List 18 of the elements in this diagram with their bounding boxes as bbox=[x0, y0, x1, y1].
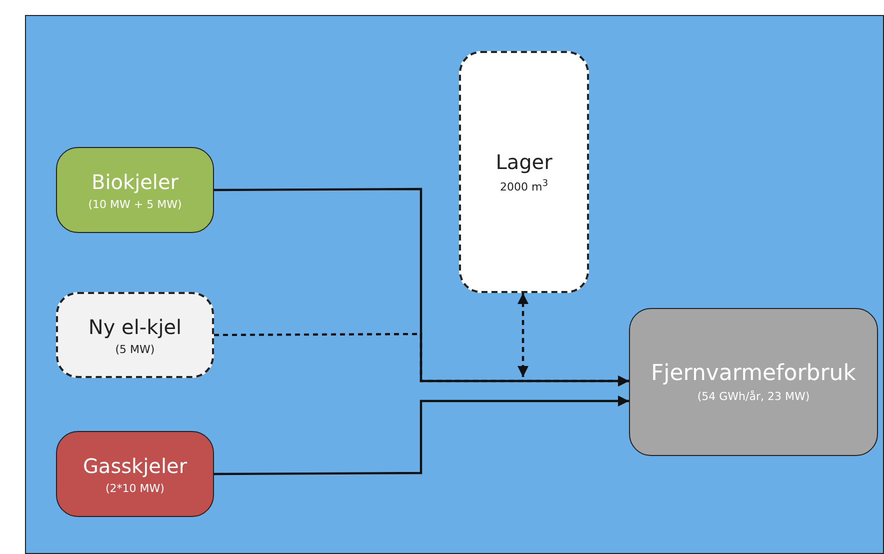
process-box bbox=[629, 308, 878, 456]
arrow bbox=[214, 332, 629, 386]
node-title: Ny el-kjel bbox=[88, 314, 182, 338]
double-arrow bbox=[518, 293, 528, 377]
node-subtitle: (10 MW + 5 MW) bbox=[88, 198, 182, 210]
node-title: Lager bbox=[496, 150, 552, 174]
node-subtitle: (5 MW) bbox=[115, 342, 155, 356]
node-title: Biokjeler bbox=[91, 170, 179, 194]
node-subtitle: (54 GWh/år, 23 MW) bbox=[697, 390, 810, 403]
process-box bbox=[56, 292, 214, 378]
node-title: Gasskjeler bbox=[82, 454, 188, 478]
process-box bbox=[56, 147, 214, 233]
process-box bbox=[56, 431, 214, 517]
node-title: Fjernvarmeforbruk bbox=[651, 361, 856, 386]
node-subtitle: (2*10 MW) bbox=[106, 482, 164, 494]
process-box bbox=[459, 51, 589, 293]
node-subtitle: 2000 m$^{3}$ bbox=[500, 178, 548, 194]
arrow bbox=[214, 396, 629, 476]
